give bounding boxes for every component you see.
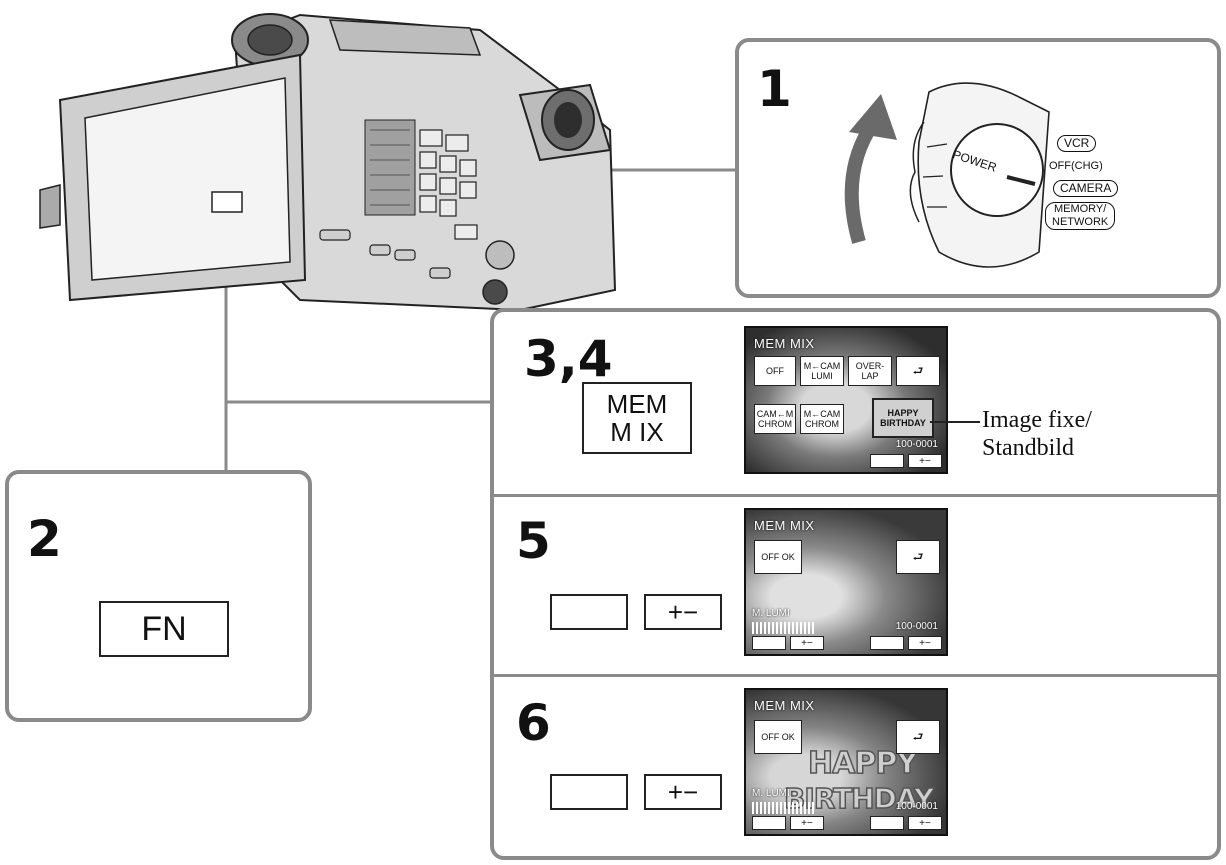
steps-3-6-panel: 3,4 MEM M IX MEM MIX OFF M←CAM LUMI OVER… bbox=[490, 308, 1221, 860]
screen5-off-ok-button[interactable]: OFF OK bbox=[754, 540, 802, 574]
step5-number: 5 bbox=[516, 512, 551, 570]
step6-plus-minus-button[interactable]: +− bbox=[644, 774, 722, 810]
screen5-counter: 100-0001 bbox=[895, 621, 938, 632]
screen6-plus-minus-right[interactable]: +− bbox=[908, 816, 942, 830]
dial-off-label: OFF(CHG) bbox=[1049, 160, 1103, 172]
fn-button[interactable]: FN bbox=[99, 601, 229, 657]
mem-mix-button[interactable]: MEM M IX bbox=[582, 382, 692, 454]
screen5-level-meter bbox=[752, 622, 816, 634]
screen6-blank-right[interactable] bbox=[870, 816, 904, 830]
step2-number: 2 bbox=[27, 510, 62, 568]
dial-memory-network-label: MEMORY/ NETWORK bbox=[1045, 202, 1116, 230]
screen34-blank-button[interactable] bbox=[870, 454, 904, 468]
screen-step6: MEM MIX HAPPY BIRTHDAY OFF OK ⮐ M. LUMI … bbox=[744, 688, 948, 836]
screen-step34-title: MEM MIX bbox=[754, 336, 815, 351]
screen34-off-button[interactable]: OFF bbox=[754, 356, 796, 386]
screen34-cam-m-chrom-button[interactable]: CAM←M CHROM bbox=[754, 404, 796, 434]
screen5-blank-left[interactable] bbox=[752, 636, 786, 650]
still-image-callout: Image fixe/ Standbild bbox=[982, 406, 1092, 462]
screen34-mcam-lumi-button[interactable]: M←CAM LUMI bbox=[800, 356, 844, 386]
dial-vcr-label: VCR bbox=[1057, 135, 1097, 152]
divider-34-5 bbox=[494, 494, 1217, 497]
step34-number: 3,4 bbox=[524, 330, 613, 388]
screen6-level-meter bbox=[752, 802, 816, 814]
step5-plus-minus-button[interactable]: +− bbox=[644, 594, 722, 630]
screen-step5: MEM MIX OFF OK ⮐ M. LUMI 100-0001 +− +− bbox=[744, 508, 948, 656]
screen5-plus-minus-left[interactable]: +− bbox=[790, 636, 824, 650]
dial-network-line: NETWORK bbox=[1052, 216, 1109, 228]
screen34-return-button[interactable]: ⮐ bbox=[896, 356, 940, 386]
screen34-still-image-button[interactable]: HAPPY BIRTHDAY bbox=[872, 398, 934, 438]
screen-step6-title: MEM MIX bbox=[754, 698, 815, 713]
step5-blank-button[interactable] bbox=[550, 594, 628, 630]
mem-mix-line2: M IX bbox=[610, 417, 664, 447]
screen-step5-title: MEM MIX bbox=[754, 518, 815, 533]
return-icon: ⮐ bbox=[912, 550, 924, 564]
step6-number: 6 bbox=[516, 694, 551, 752]
screen6-counter: 100-0001 bbox=[895, 801, 938, 812]
step6-blank-button[interactable] bbox=[550, 774, 628, 810]
callout-line1: Image fixe/ bbox=[982, 407, 1092, 433]
step1-panel: 1 POWER VCR OFF(CHG) CAMERA MEMORY/ NETW… bbox=[735, 38, 1221, 298]
dial-camera-label: CAMERA bbox=[1053, 180, 1119, 197]
screen5-plus-minus-right[interactable]: +− bbox=[908, 636, 942, 650]
screen34-mcam-chrom-button[interactable]: M←CAM CHROM bbox=[800, 404, 844, 434]
screen5-return-button[interactable]: ⮐ bbox=[896, 540, 940, 574]
screen5-mlumi-label: M. LUMI bbox=[752, 608, 790, 619]
callout-line bbox=[930, 421, 980, 423]
screen5-blank-right[interactable] bbox=[870, 636, 904, 650]
screen6-mlumi-label: M. LUMI bbox=[752, 788, 790, 799]
dial-memory-line: MEMORY/ bbox=[1053, 203, 1107, 215]
return-icon: ⮐ bbox=[912, 730, 924, 744]
divider-5-6 bbox=[494, 674, 1217, 677]
mem-mix-line1: MEM bbox=[606, 389, 668, 419]
step1-number: 1 bbox=[757, 60, 792, 118]
screen6-return-button[interactable]: ⮐ bbox=[896, 720, 940, 754]
screen6-off-ok-button[interactable]: OFF OK bbox=[754, 720, 802, 754]
step2-panel: 2 FN bbox=[5, 470, 312, 722]
screen34-counter: 100-0001 bbox=[895, 439, 938, 450]
callout-line2: Standbild bbox=[982, 435, 1075, 461]
power-dial-illustration bbox=[844, 82, 1050, 268]
return-icon: ⮐ bbox=[912, 364, 924, 378]
screen34-plus-minus-button[interactable]: +− bbox=[908, 454, 942, 468]
camcorder-illustration bbox=[39, 13, 617, 312]
screen6-blank-left[interactable] bbox=[752, 816, 786, 830]
screen6-plus-minus-left[interactable]: +− bbox=[790, 816, 824, 830]
screen34-overlap-button[interactable]: OVER- LAP bbox=[848, 356, 892, 386]
screen-step34: MEM MIX OFF M←CAM LUMI OVER- LAP ⮐ CAM←M… bbox=[744, 326, 948, 474]
